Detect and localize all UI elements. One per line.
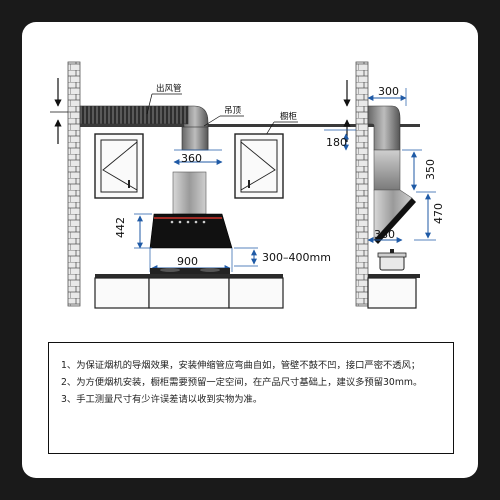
cabinet-label: 橱柜 (280, 111, 298, 122)
vertical-duct (181, 126, 209, 151)
side-offset-value: 300 (378, 85, 399, 98)
side-base-cabinet (367, 277, 417, 309)
installation-notes-box: 1、为保证烟机的导烟效果，安装伸缩管应弯曲自如，管壁不鼓不凹，接口严密不透风； … (48, 342, 454, 454)
side-body-height-value: 350 (424, 159, 437, 180)
upper-cabinet-left (94, 133, 144, 199)
gas-stove (150, 268, 230, 274)
hood-width-value: 900 (177, 255, 198, 268)
duct-leader-line (146, 93, 153, 115)
duct-width-value: 360 (181, 152, 202, 165)
side-cooking-pot (377, 249, 407, 271)
note-item: 2、为方便烟机安装，橱柜需要预留一定空间，在产品尺寸基础上，建议多预留30mm。 (61, 377, 423, 388)
hood-height-value: 442 (114, 217, 127, 238)
side-total-height-value: 470 (432, 203, 445, 224)
side-countertop (368, 274, 420, 278)
left-brick-wall (67, 61, 81, 307)
right-brick-wall (355, 61, 369, 307)
product-card: 出风管 吊顶 橱柜 360 (22, 22, 478, 478)
ceiling-board (80, 124, 358, 127)
horizontal-flex-duct (79, 105, 189, 125)
duct-label: 出风管 (156, 83, 182, 94)
countertop (95, 274, 283, 278)
ceiling-leader-line (203, 115, 221, 127)
upper-cabinet-right (234, 133, 284, 199)
note-item: 1、为保证烟机的导烟效果，安装伸缩管应弯曲自如，管壁不鼓不凹，接口严密不透风； (61, 360, 421, 371)
note-item: 3、手工测量尺寸有少许误差请以收到实物为准。 (61, 394, 263, 405)
base-cabinets (94, 277, 284, 309)
side-hood-glass (374, 198, 416, 244)
install-height-value: 300–400mm (262, 251, 331, 264)
hood-chimney-cover (172, 171, 207, 215)
side-duct (367, 105, 401, 151)
hood-glass-panel (149, 213, 233, 249)
hood-control-buttons (170, 220, 206, 224)
ceiling-label: 吊顶 (224, 106, 242, 116)
side-hood-body (373, 149, 401, 191)
side-depth-value: 380 (374, 228, 395, 241)
notes-list: 1、为保证烟机的导烟效果，安装伸缩管应弯曲自如，管壁不鼓不凹，接口严密不透风； … (49, 343, 453, 408)
installation-diagram: 出风管 吊顶 橱柜 360 (50, 61, 445, 309)
side-duct-height-value: 180 (326, 136, 347, 149)
